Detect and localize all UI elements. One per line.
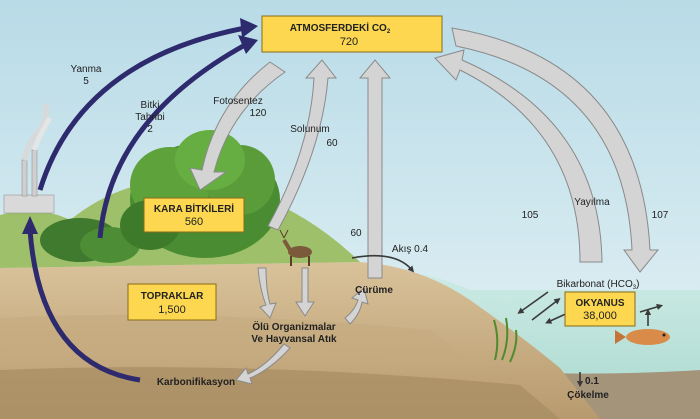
diffusion-label: Yayılma (574, 197, 610, 208)
runoff-label: Akış 0.4 (392, 244, 429, 255)
atmosphere-box: ATMOSFERDEKİ CO2 720 (261, 15, 443, 53)
fish-icon (615, 329, 670, 345)
bicarbonate-label-close: ) (636, 279, 639, 290)
dead-to-carbonification-arrow (235, 343, 291, 385)
factory-icon (3, 103, 55, 214)
soil-bedrock (0, 367, 560, 419)
ocean-out-value: 105 (522, 210, 539, 221)
land-plants-title: KARA BİTKİLERİ (154, 202, 234, 215)
ocean-title: OKYANUS (575, 298, 624, 309)
combustion-arrowhead (240, 18, 258, 38)
ocean-in-arrow (451, 27, 660, 273)
svg-text:ATMOSFERDEKİ CO2: ATMOSFERDEKİ CO2 (290, 21, 391, 35)
decay-up-arrow (358, 59, 392, 279)
atmosphere-value: 720 (340, 36, 358, 48)
respiration-arrow (267, 59, 338, 231)
deforestation-value: 2 (147, 124, 153, 135)
bicarbonate-up-arrow (531, 298, 561, 321)
deer-icon (279, 229, 312, 266)
gray-arrows (189, 27, 660, 385)
plants-to-dead-arrow-2 (295, 267, 315, 317)
runoff-arrow (351, 254, 415, 273)
soils-title: TOPRAKLAR (141, 291, 204, 302)
dead-matter-label-1: Ölü Organizmalar (252, 320, 335, 333)
deforestation-label-1: Bitki (141, 100, 160, 111)
purple-arrowheads (22, 18, 258, 234)
decay-label: Çürüme (355, 285, 393, 296)
soil-stratum (0, 314, 470, 360)
sedimentation-label: Çökelme (567, 390, 609, 401)
purple-arrows (27, 25, 247, 383)
combustion-arrow (37, 25, 246, 191)
land-plants-value: 560 (185, 216, 203, 228)
carbonification-up-arrow (27, 229, 141, 383)
soils-box: TOPRAKLAR 1,500 (127, 283, 217, 321)
bicarbonate-down-arrow (517, 291, 549, 314)
atmosphere-title: ATMOSFERDEKİ CO (290, 21, 387, 34)
deforestation-label-2: Tahribi (135, 112, 164, 123)
ocean-out-arrow (434, 49, 603, 263)
ocean-value: 38,000 (583, 310, 617, 322)
respiration-label: Solunum (290, 124, 329, 135)
ocean-box: OKYANUS 38,000 (564, 291, 636, 327)
seaweed-icon (493, 317, 518, 363)
bicarbonate-label: Bikarbonat (HCO3) (557, 279, 640, 291)
plants-to-dead-arrow-1 (257, 267, 277, 319)
dead-matter-label-2: Ve Hayvansal Atık (251, 334, 337, 345)
ocean-in-value: 107 (652, 210, 669, 221)
deforestation-arrowhead (238, 35, 258, 54)
bicarbonate-label-main: Bikarbonat (HCO (557, 279, 633, 290)
combustion-label: Yanma (71, 64, 102, 75)
photosynthesis-value: 120 (250, 108, 267, 119)
photosynthesis-label: Fotosentez (213, 96, 262, 107)
sedimentation-value: 0.1 (585, 376, 599, 387)
atmosphere-title-sub: 2 (387, 29, 391, 35)
decay-up-value: 60 (350, 228, 362, 239)
deforestation-arrow (97, 42, 247, 239)
respiration-value: 60 (326, 138, 338, 149)
dead-to-decay-arrow (344, 287, 369, 325)
bicarbonate-label-sub: 3 (633, 285, 637, 291)
soils-value: 1,500 (158, 304, 186, 316)
carbonification-label: Karbonifikasyon (157, 377, 235, 388)
combustion-value: 5 (83, 76, 89, 87)
small-arrows (351, 254, 664, 388)
carbonification-arrowhead (22, 216, 38, 234)
land-plants-box: KARA BİTKİLERİ 560 (143, 197, 245, 233)
photosynthesis-arrow (189, 61, 286, 191)
